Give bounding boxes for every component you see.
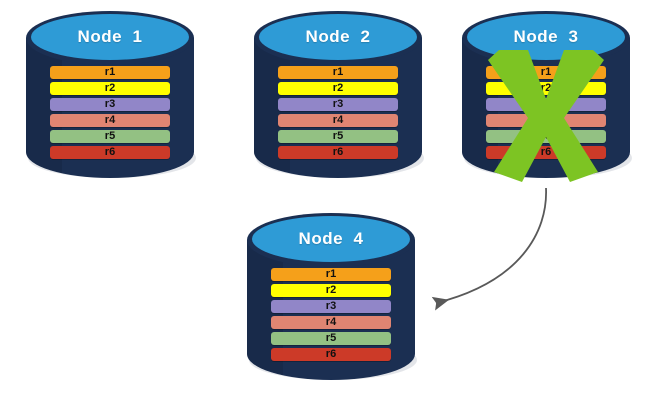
row-r3: r3: [278, 98, 398, 111]
row-r2: r2: [486, 82, 606, 95]
row-r6: r6: [278, 146, 398, 159]
row-r1: r1: [271, 268, 391, 281]
row-r4: r4: [278, 114, 398, 127]
row-r4: r4: [50, 114, 170, 127]
row-r1: r1: [50, 66, 170, 79]
node-2[interactable]: Node 2 r1 r2 r3 r4 r5 r6: [250, 6, 426, 184]
row-r1: r1: [278, 66, 398, 79]
row-r3: r3: [486, 98, 606, 111]
node-2-title: Node 2: [305, 27, 371, 46]
row-r6: r6: [486, 146, 606, 159]
row-r3: r3: [50, 98, 170, 111]
row-r2: r2: [278, 82, 398, 95]
row-r5: r5: [278, 130, 398, 143]
row-r4: r4: [271, 316, 391, 329]
row-r5: r5: [50, 130, 170, 143]
node-4-title: Node 4: [298, 229, 364, 248]
node-2-rows: r1 r2 r3 r4 r5 r6: [278, 66, 398, 159]
node-1-rows: r1 r2 r3 r4 r5 r6: [50, 66, 170, 159]
row-r5: r5: [271, 332, 391, 345]
node-3-title: Node 3: [513, 27, 579, 46]
arrow-path: [431, 187, 547, 311]
node-4-rows: r1 r2 r3 r4 r5 r6: [271, 268, 391, 361]
row-r2: r2: [271, 284, 391, 297]
row-r3: r3: [271, 300, 391, 313]
row-r5: r5: [486, 130, 606, 143]
node-3[interactable]: Node 3 r1 r2 r3 r4 r5 r6: [458, 6, 634, 184]
row-r1: r1: [486, 66, 606, 79]
node-3-rows: r1 r2 r3 r4 r5 r6: [486, 66, 606, 159]
node-1[interactable]: Node 1 r1 r2 r3 r4 r5 r6: [22, 6, 198, 184]
row-r6: r6: [271, 348, 391, 361]
row-r4: r4: [486, 114, 606, 127]
row-r2: r2: [50, 82, 170, 95]
node-4[interactable]: Node 4 r1 r2 r3 r4 r5 r6: [243, 208, 419, 386]
node-1-title: Node 1: [77, 27, 143, 46]
row-r6: r6: [50, 146, 170, 159]
